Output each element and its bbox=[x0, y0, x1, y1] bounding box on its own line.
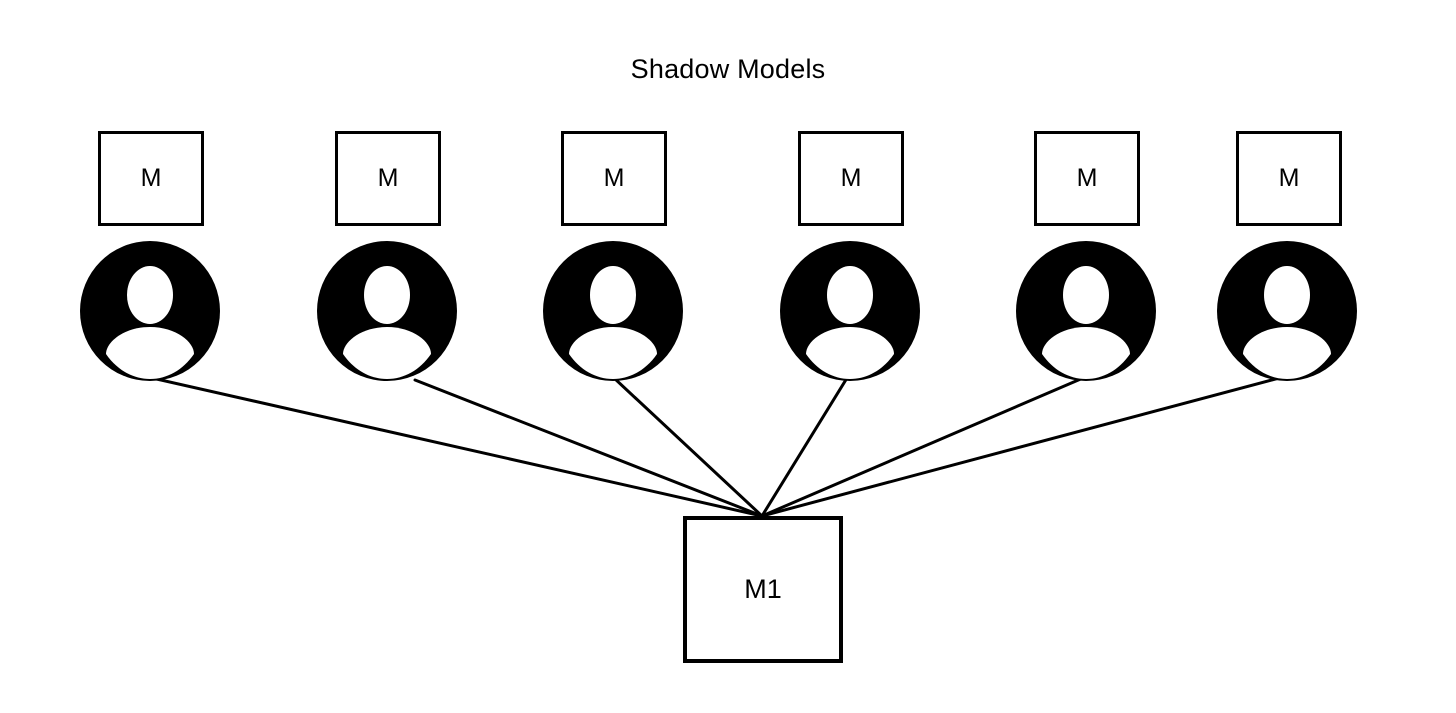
user-avatar-icon bbox=[1016, 241, 1156, 381]
edge-avatar-1-to-target bbox=[150, 376, 764, 518]
shadow-model-label-2: M bbox=[377, 164, 399, 192]
shadow-model-label-1: M bbox=[140, 164, 162, 192]
user-avatar-1[interactable] bbox=[80, 241, 220, 381]
user-avatar-icon bbox=[80, 241, 220, 381]
page-title: Shadow Models bbox=[630, 54, 826, 84]
edge-avatar-3-to-target bbox=[612, 376, 764, 518]
shadow-model-box-5[interactable]: M bbox=[1034, 131, 1140, 226]
target-model-label: M1 bbox=[744, 574, 782, 604]
shadow-model-label-6: M bbox=[1278, 164, 1300, 192]
shadow-model-box-6[interactable]: M bbox=[1236, 131, 1342, 226]
user-avatar-2[interactable] bbox=[317, 241, 457, 381]
shadow-model-box-4[interactable]: M bbox=[798, 131, 904, 226]
target-model-box[interactable]: M1 bbox=[683, 516, 843, 663]
user-avatar-icon bbox=[317, 241, 457, 381]
edge-avatar-5-to-target bbox=[760, 376, 1085, 518]
shadow-model-box-1[interactable]: M bbox=[98, 131, 204, 226]
shadow-model-box-2[interactable]: M bbox=[335, 131, 441, 226]
user-avatar-3[interactable] bbox=[543, 241, 683, 381]
user-avatar-5[interactable] bbox=[1016, 241, 1156, 381]
edge-avatar-2-to-target bbox=[413, 378, 764, 518]
user-avatar-4[interactable] bbox=[780, 241, 920, 381]
shadow-model-box-3[interactable]: M bbox=[561, 131, 667, 226]
user-avatar-icon bbox=[780, 241, 920, 381]
shadow-model-label-4: M bbox=[840, 164, 862, 192]
shadow-model-label-5: M bbox=[1076, 164, 1098, 192]
edge-avatar-6-to-target bbox=[760, 375, 1285, 518]
user-avatar-icon bbox=[543, 241, 683, 381]
edge-avatar-4-to-target bbox=[760, 376, 849, 518]
user-avatar-icon bbox=[1217, 241, 1357, 381]
shadow-model-label-3: M bbox=[603, 164, 625, 192]
user-avatar-6[interactable] bbox=[1217, 241, 1357, 381]
